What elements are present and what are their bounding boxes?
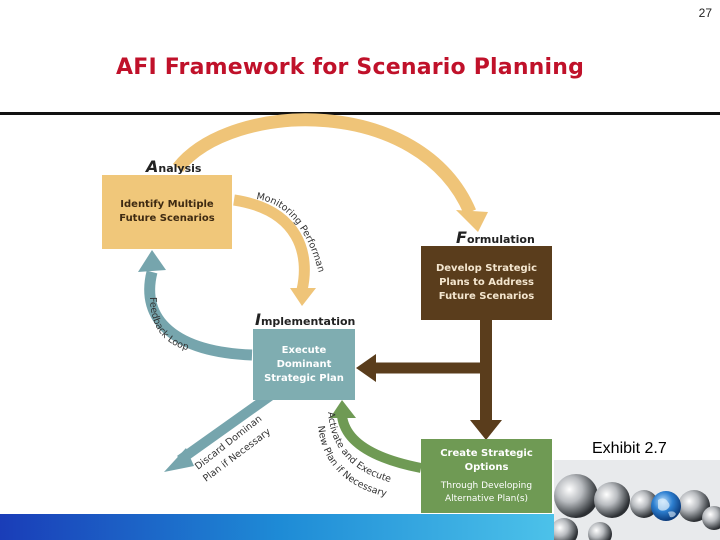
formulation-to-implementation-arrowhead	[356, 354, 376, 382]
formulation-label: Formulation	[456, 228, 535, 247]
options-subtitle: Through Developing Alternative Plan(s)	[441, 480, 532, 506]
formulation-to-options-shaft	[480, 320, 492, 422]
activate-plan-arrowhead	[330, 400, 356, 418]
slide-title: AFI Framework for Scenario Planning	[116, 55, 585, 80]
feedback-loop-arrowhead	[138, 250, 166, 272]
monitoring-performance-arrowhead	[290, 288, 316, 306]
strategic-options-box: Create Strategic Options Through Develop…	[421, 439, 552, 513]
title-divider	[0, 112, 720, 115]
implementation-box: Execute Dominant Strategic Plan	[253, 329, 355, 400]
analysis-box-line: Identify Multiple	[120, 199, 214, 210]
analysis-box-line: Future Scenarios	[119, 213, 215, 224]
analysis-label: Analysis	[146, 157, 202, 176]
analysis-to-formulation-arrowhead	[456, 210, 488, 232]
activate-plan-arrow	[337, 415, 422, 473]
implementation-box-line: Strategic Plan	[264, 372, 344, 384]
discard-plan-arrowhead	[164, 448, 194, 472]
analysis-to-formulation-arrow	[172, 113, 476, 215]
monitoring-performance-arrow	[233, 194, 310, 292]
formulation-box-line: Develop Strategic	[435, 263, 538, 274]
options-title-line: Options	[464, 461, 509, 473]
formulation-box-line: Future Scenarios	[438, 291, 535, 302]
options-title-line: Create Strategic	[440, 447, 533, 459]
exhibit-label: Exhibit 2.7	[592, 440, 667, 457]
discard-plan-arrow	[177, 391, 273, 465]
formulation-box-line: Plans to Address	[439, 277, 534, 288]
implementation-box-line: Execute Dominant	[276, 344, 332, 370]
globe-icon	[651, 491, 681, 521]
analysis-box: Identify Multiple Future Scenarios	[102, 175, 232, 249]
chrome-spheres-image	[554, 460, 720, 540]
page-number: 27	[698, 6, 712, 20]
options-subtitle-line: Alternative Plan(s)	[444, 493, 529, 504]
formulation-to-options-arrowhead	[470, 420, 502, 440]
formulation-box: Develop Strategic Plans to Address Futur…	[421, 246, 552, 320]
bottom-gradient-bar	[0, 514, 560, 540]
options-subtitle-line: Through Developing	[440, 480, 533, 491]
implementation-label: Implementation	[255, 310, 356, 329]
feedback-loop-arrow	[144, 270, 253, 361]
